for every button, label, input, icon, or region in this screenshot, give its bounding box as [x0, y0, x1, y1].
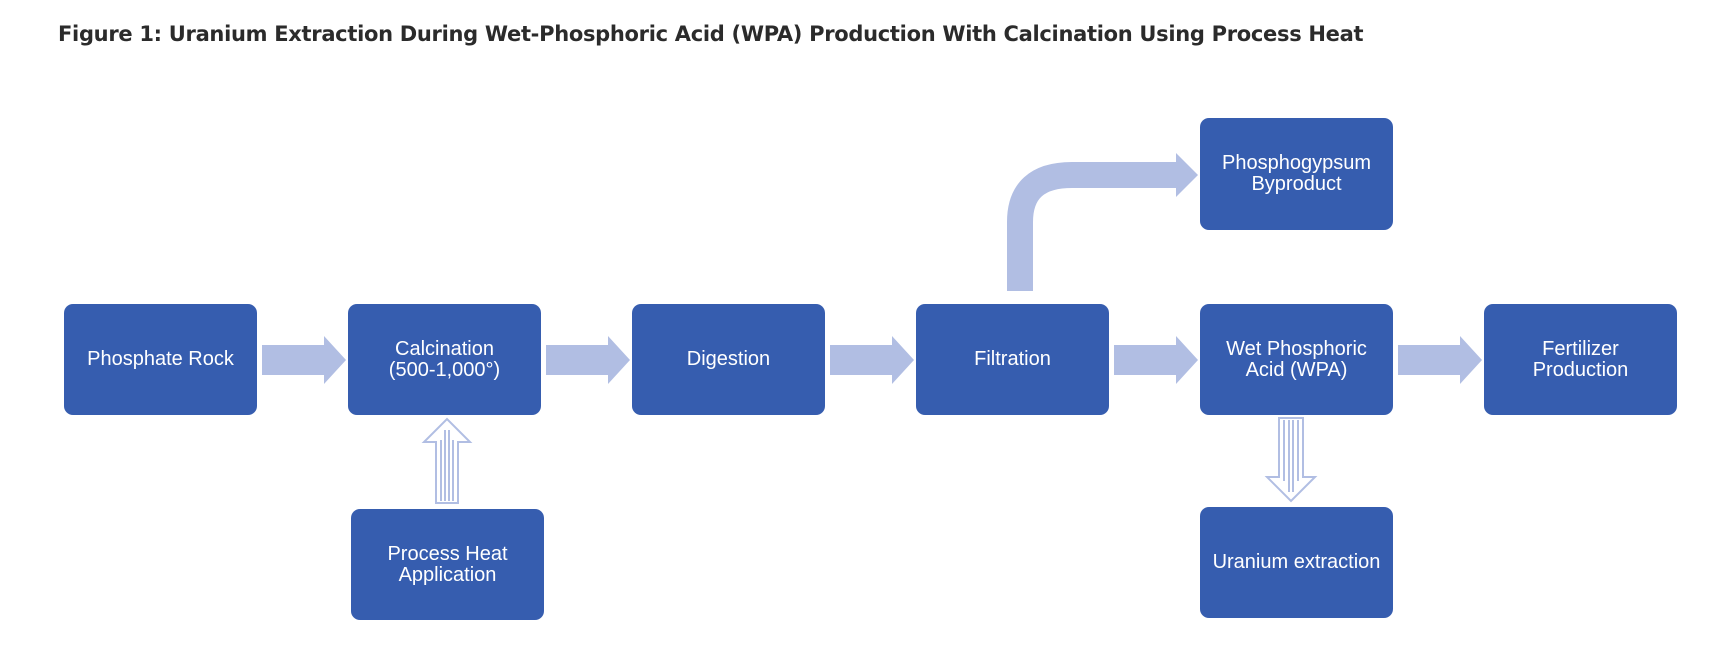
- arrow-wpa-to-uranium: [1264, 417, 1318, 503]
- node-label: Wet Phosphoric: [1226, 337, 1367, 360]
- arrow-rock-to-calcination: [262, 336, 346, 384]
- arrow-filtration-to-phosphogypsum: [1007, 153, 1198, 291]
- node-label: Process Heat: [387, 542, 508, 565]
- node-label: Phosphogypsum: [1222, 152, 1371, 174]
- arrow-wpa-to-fertilizer: [1398, 336, 1482, 384]
- node-calcination: Calcination (500-1,000°): [348, 304, 541, 415]
- node-digestion: Digestion: [632, 304, 825, 415]
- node-label-detail: (500-1,000°): [388, 358, 501, 381]
- node-label-detail: Acid (WPA): [1245, 358, 1348, 381]
- arrow-filtration-to-wpa: [1114, 336, 1198, 384]
- node-label-detail: Application: [398, 563, 497, 586]
- node-label: Fertilizer: [1542, 337, 1619, 360]
- node-phosphate-rock: Phosphate Rock: [64, 304, 257, 415]
- figure-title: Figure 1: Uranium Extraction During Wet-…: [58, 22, 1364, 46]
- node-label: Calcination: [395, 337, 494, 360]
- node-phosphogypsum: Phosphogypsum Byproduct: [1200, 118, 1393, 230]
- node-label: Phosphate Rock: [87, 348, 234, 370]
- node-label: Digestion: [686, 348, 771, 370]
- node-fertilizer: Fertilizer Production: [1484, 304, 1677, 415]
- node-label-detail: Byproduct: [1251, 173, 1342, 195]
- node-uranium-extraction: Uranium extraction: [1200, 507, 1393, 618]
- node-label-detail: Production: [1532, 358, 1629, 381]
- arrow-heat-to-calcination: [421, 417, 473, 504]
- node-label: Filtration: [974, 348, 1051, 370]
- node-wpa: Wet Phosphoric Acid (WPA): [1200, 304, 1393, 415]
- arrow-calcination-to-digestion: [546, 336, 630, 384]
- node-label: Uranium extraction: [1212, 551, 1381, 573]
- node-filtration: Filtration: [916, 304, 1109, 415]
- arrow-digestion-to-filtration: [830, 336, 914, 384]
- node-process-heat: Process Heat Application: [351, 509, 544, 620]
